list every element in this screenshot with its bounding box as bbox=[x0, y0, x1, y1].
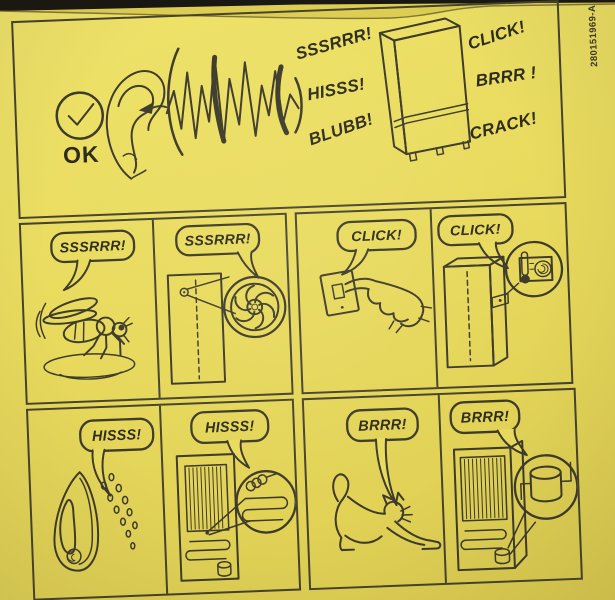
panel-fridge-fan: SSSRRR! bbox=[154, 215, 292, 398]
speech-bubble-text: HISSS! bbox=[92, 427, 142, 445]
fridge-fan-icon: SSSRRR! bbox=[166, 222, 287, 385]
ear-icon bbox=[105, 70, 166, 180]
dark-backdrop-strip bbox=[0, 0, 615, 11]
panel-light-switch: CLICK! bbox=[296, 209, 439, 393]
steam-iron-icon: HISSS! bbox=[53, 417, 155, 572]
sound-word-hisss: HISSS! bbox=[306, 74, 367, 104]
ok-check-icon bbox=[55, 91, 105, 140]
top-panel-art: OK bbox=[55, 17, 539, 180]
speech-bubble-text: SSSRRR! bbox=[184, 230, 251, 248]
thermostat-control bbox=[518, 251, 554, 284]
sheet-edge-line bbox=[0, 3, 615, 20]
middle-left-panel-pair: SSSRRR! bbox=[18, 212, 294, 405]
panel-fly: SSSRRR! bbox=[20, 219, 161, 403]
panel-steam-iron: HISSS! bbox=[28, 405, 169, 599]
sound-word-crack: CRACK! bbox=[468, 108, 539, 143]
buzzing-fly-icon: SSSRRR! bbox=[35, 229, 136, 380]
top-overview-panel: OK bbox=[11, 0, 567, 220]
panel-fridge-coil: HISSS! bbox=[161, 401, 299, 594]
sound-word-click: CLICK! bbox=[465, 17, 527, 54]
sound-word-sssrrr: SSSRRR! bbox=[293, 23, 374, 63]
speech-bubble-text: BRRR! bbox=[358, 417, 407, 435]
panel-fridge-compressor: BRRR! bbox=[440, 390, 581, 583]
coil-detail bbox=[241, 473, 289, 522]
stretching-cat-icon: BRRR! bbox=[332, 407, 442, 552]
fridge-icon bbox=[378, 17, 472, 162]
hand-light-switch-icon: CLICK! bbox=[319, 218, 433, 334]
switch-plate bbox=[319, 269, 360, 317]
panel-fridge-thermostat: CLICK! bbox=[432, 204, 572, 387]
iron-body bbox=[53, 471, 100, 572]
sound-word-blubb: BLUBB! bbox=[306, 109, 376, 149]
speech-bubble-text: BRRR! bbox=[460, 409, 509, 427]
pointing-hand bbox=[344, 277, 433, 334]
speech-bubble-text: HISSS! bbox=[205, 419, 255, 437]
steam-droplets bbox=[100, 472, 138, 550]
bottom-left-panel-pair: HISSS! bbox=[25, 398, 302, 600]
fridge-compressor-icon: BRRR! bbox=[449, 399, 579, 572]
middle-right-panel-pair: CLICK! bbox=[294, 201, 574, 395]
speech-bubble-text: CLICK! bbox=[351, 228, 402, 246]
compressor-detail bbox=[520, 461, 572, 503]
speech-bubble-text: SSSRRR! bbox=[59, 237, 126, 255]
sound-waves-icon bbox=[138, 47, 303, 156]
part-number: 280151969-A bbox=[586, 4, 601, 68]
cat-figure bbox=[332, 473, 442, 552]
bottom-right-panel-pair: BRRR! bbox=[301, 387, 583, 591]
fridge-thermostat-icon: CLICK! bbox=[437, 213, 564, 369]
sound-word-brrr: BRRR ! bbox=[474, 63, 537, 91]
panel-cat: BRRR! bbox=[303, 394, 447, 589]
fridge-refrigerant-coil-icon: HISSS! bbox=[175, 409, 297, 582]
speech-bubble-text: CLICK! bbox=[450, 222, 501, 240]
ok-label: OK bbox=[63, 141, 100, 168]
